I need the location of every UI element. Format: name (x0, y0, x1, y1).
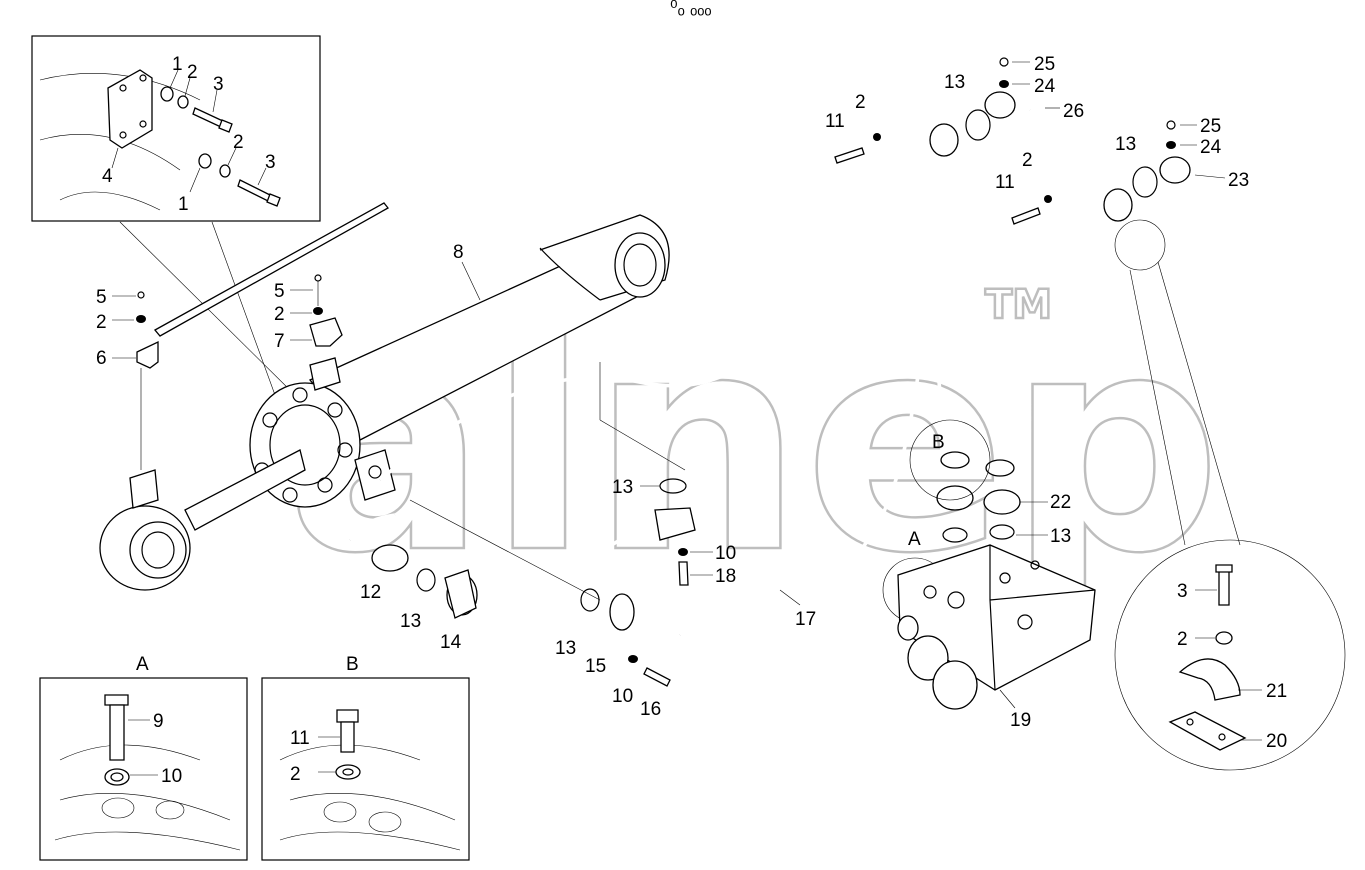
bracket-7 (309, 274, 343, 347)
part-label-22: 22 (1050, 492, 1071, 513)
part-label-2: 2 (274, 304, 285, 325)
part-label-13: 13 (400, 611, 421, 632)
hydraulic-cylinder (99, 214, 670, 591)
part-label-10: 10 (612, 686, 633, 707)
leader-line (119, 221, 301, 401)
part-label-11: 11 (825, 111, 845, 132)
part-label-13: 13 (1050, 526, 1071, 547)
part-label-8: 8 (453, 242, 464, 263)
part-label-15: 15 (585, 656, 606, 677)
part-label-26: 26 (1063, 101, 1084, 122)
part-label-13: 13 (944, 72, 965, 93)
part-label-1: 1 (172, 54, 183, 75)
part-label-10: 10 (161, 766, 182, 787)
hydraulic-pipes (348, 91, 1193, 637)
rod-and-bracket (136, 202, 389, 470)
part-label-7: 7 (274, 331, 285, 352)
part-label-11: 11 (995, 172, 1015, 193)
part-label-3: 3 (213, 74, 224, 95)
part-label-2: 2 (1177, 629, 1188, 650)
valve-block (882, 419, 1096, 710)
part-label-25: 25 (1200, 116, 1221, 137)
part-label-10: 10 (715, 543, 736, 564)
part-label-17: 17 (795, 609, 816, 630)
lower-mid-fittings (580, 588, 671, 687)
leader-line (211, 221, 276, 396)
part-label-12: 12 (360, 582, 381, 603)
part-label-16: 16 (640, 699, 661, 720)
callout-a: A (908, 529, 921, 550)
part-label-18: 18 (715, 566, 736, 587)
part-label-5: 5 (274, 281, 285, 302)
part-label-19: 19 (1010, 710, 1031, 731)
part-label-23: 23 (1228, 170, 1249, 191)
part-label-2: 2 (187, 62, 198, 83)
part-label-25: 25 (1034, 54, 1055, 75)
part-label-13: 13 (1115, 134, 1136, 155)
part-label-14: 14 (440, 632, 462, 653)
part-label-20: 20 (1266, 731, 1287, 752)
part-label-2: 2 (290, 764, 301, 785)
part-label-2: 2 (1022, 150, 1033, 171)
header-mark: ⁰ₒ ₒₒₒ (670, 0, 712, 19)
part-label-24: 24 (1200, 137, 1222, 158)
part-label-13: 13 (555, 638, 576, 659)
part-label-3: 3 (265, 152, 276, 173)
callout-b: B (932, 432, 945, 453)
part-label-3: 3 (1177, 581, 1188, 602)
watermark-trademark: TM (985, 282, 1052, 328)
view-a-title: A (136, 654, 149, 675)
lower-left-fittings (409, 499, 601, 619)
detail-circle (1114, 219, 1166, 271)
part-label-11: 11 (290, 728, 310, 749)
part-label-1: 1 (178, 194, 189, 215)
part-label-6: 6 (96, 348, 107, 369)
part-label-13: 13 (612, 477, 633, 498)
upper-right-hardware (834, 57, 1197, 225)
part-label-2: 2 (233, 132, 244, 153)
view-a-panel (39, 677, 248, 861)
part-label-2: 2 (855, 92, 866, 113)
inset-top-left (31, 35, 321, 222)
part-label-2: 2 (96, 312, 107, 333)
part-label-9: 9 (153, 711, 164, 732)
part-label-21: 21 (1266, 681, 1287, 702)
mid-fittings (599, 362, 713, 586)
part-label-24: 24 (1034, 76, 1056, 97)
view-b-panel (261, 677, 470, 861)
view-b-title: B (346, 654, 359, 675)
detail-view-clamp (1114, 539, 1346, 771)
part-label-4: 4 (102, 166, 113, 187)
part-label-5: 5 (96, 287, 107, 308)
